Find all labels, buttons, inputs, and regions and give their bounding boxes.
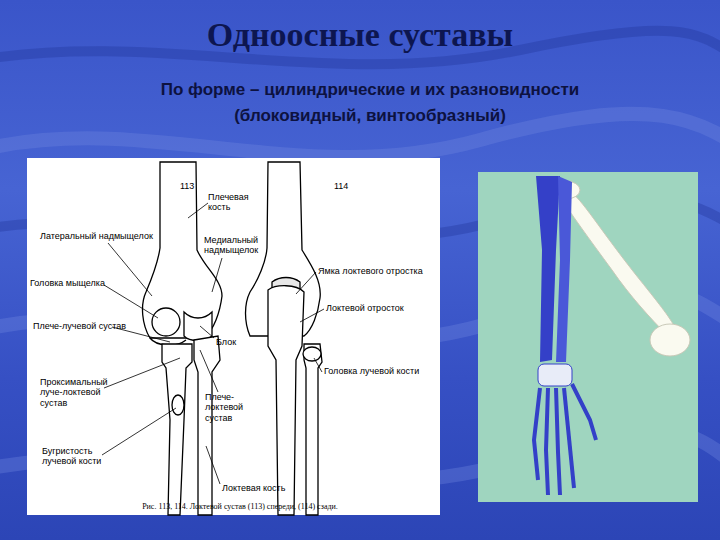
part-label: Головка мыщелка (30, 278, 130, 288)
slide-title: Одноосные суставы (0, 16, 720, 54)
part-label: Плечевая кость (208, 192, 260, 213)
subtitle: По форме – цилиндрические и их разновидн… (0, 80, 720, 100)
part-label: Латеральный надмыщелок (40, 231, 170, 241)
part-label: Головка лучевой кости (324, 366, 436, 376)
subtitle: (блоковидный, винтообразный) (0, 106, 720, 126)
part-label: Проксимальный луче-локтевой сустав (40, 377, 110, 408)
part-label: Плече-локтевой сустав (205, 392, 257, 423)
part-label: Локтевой отросток (326, 303, 436, 313)
figure-number: 113 (180, 181, 210, 191)
part-label: Локтевая кость (222, 483, 302, 493)
part-label: Бугристость лучевой кости (42, 446, 108, 467)
figure-number: 114 (334, 181, 364, 191)
part-label: Блок (216, 337, 246, 347)
part-label: Плече-лучевой сустав (33, 321, 143, 331)
part-label: Ямка локтевого отростка (318, 266, 436, 276)
part-label: Медиальный надмыщелок (204, 235, 270, 256)
figure-caption: Рис. 113, 114. Локтевой сустав (113) спе… (60, 502, 420, 511)
